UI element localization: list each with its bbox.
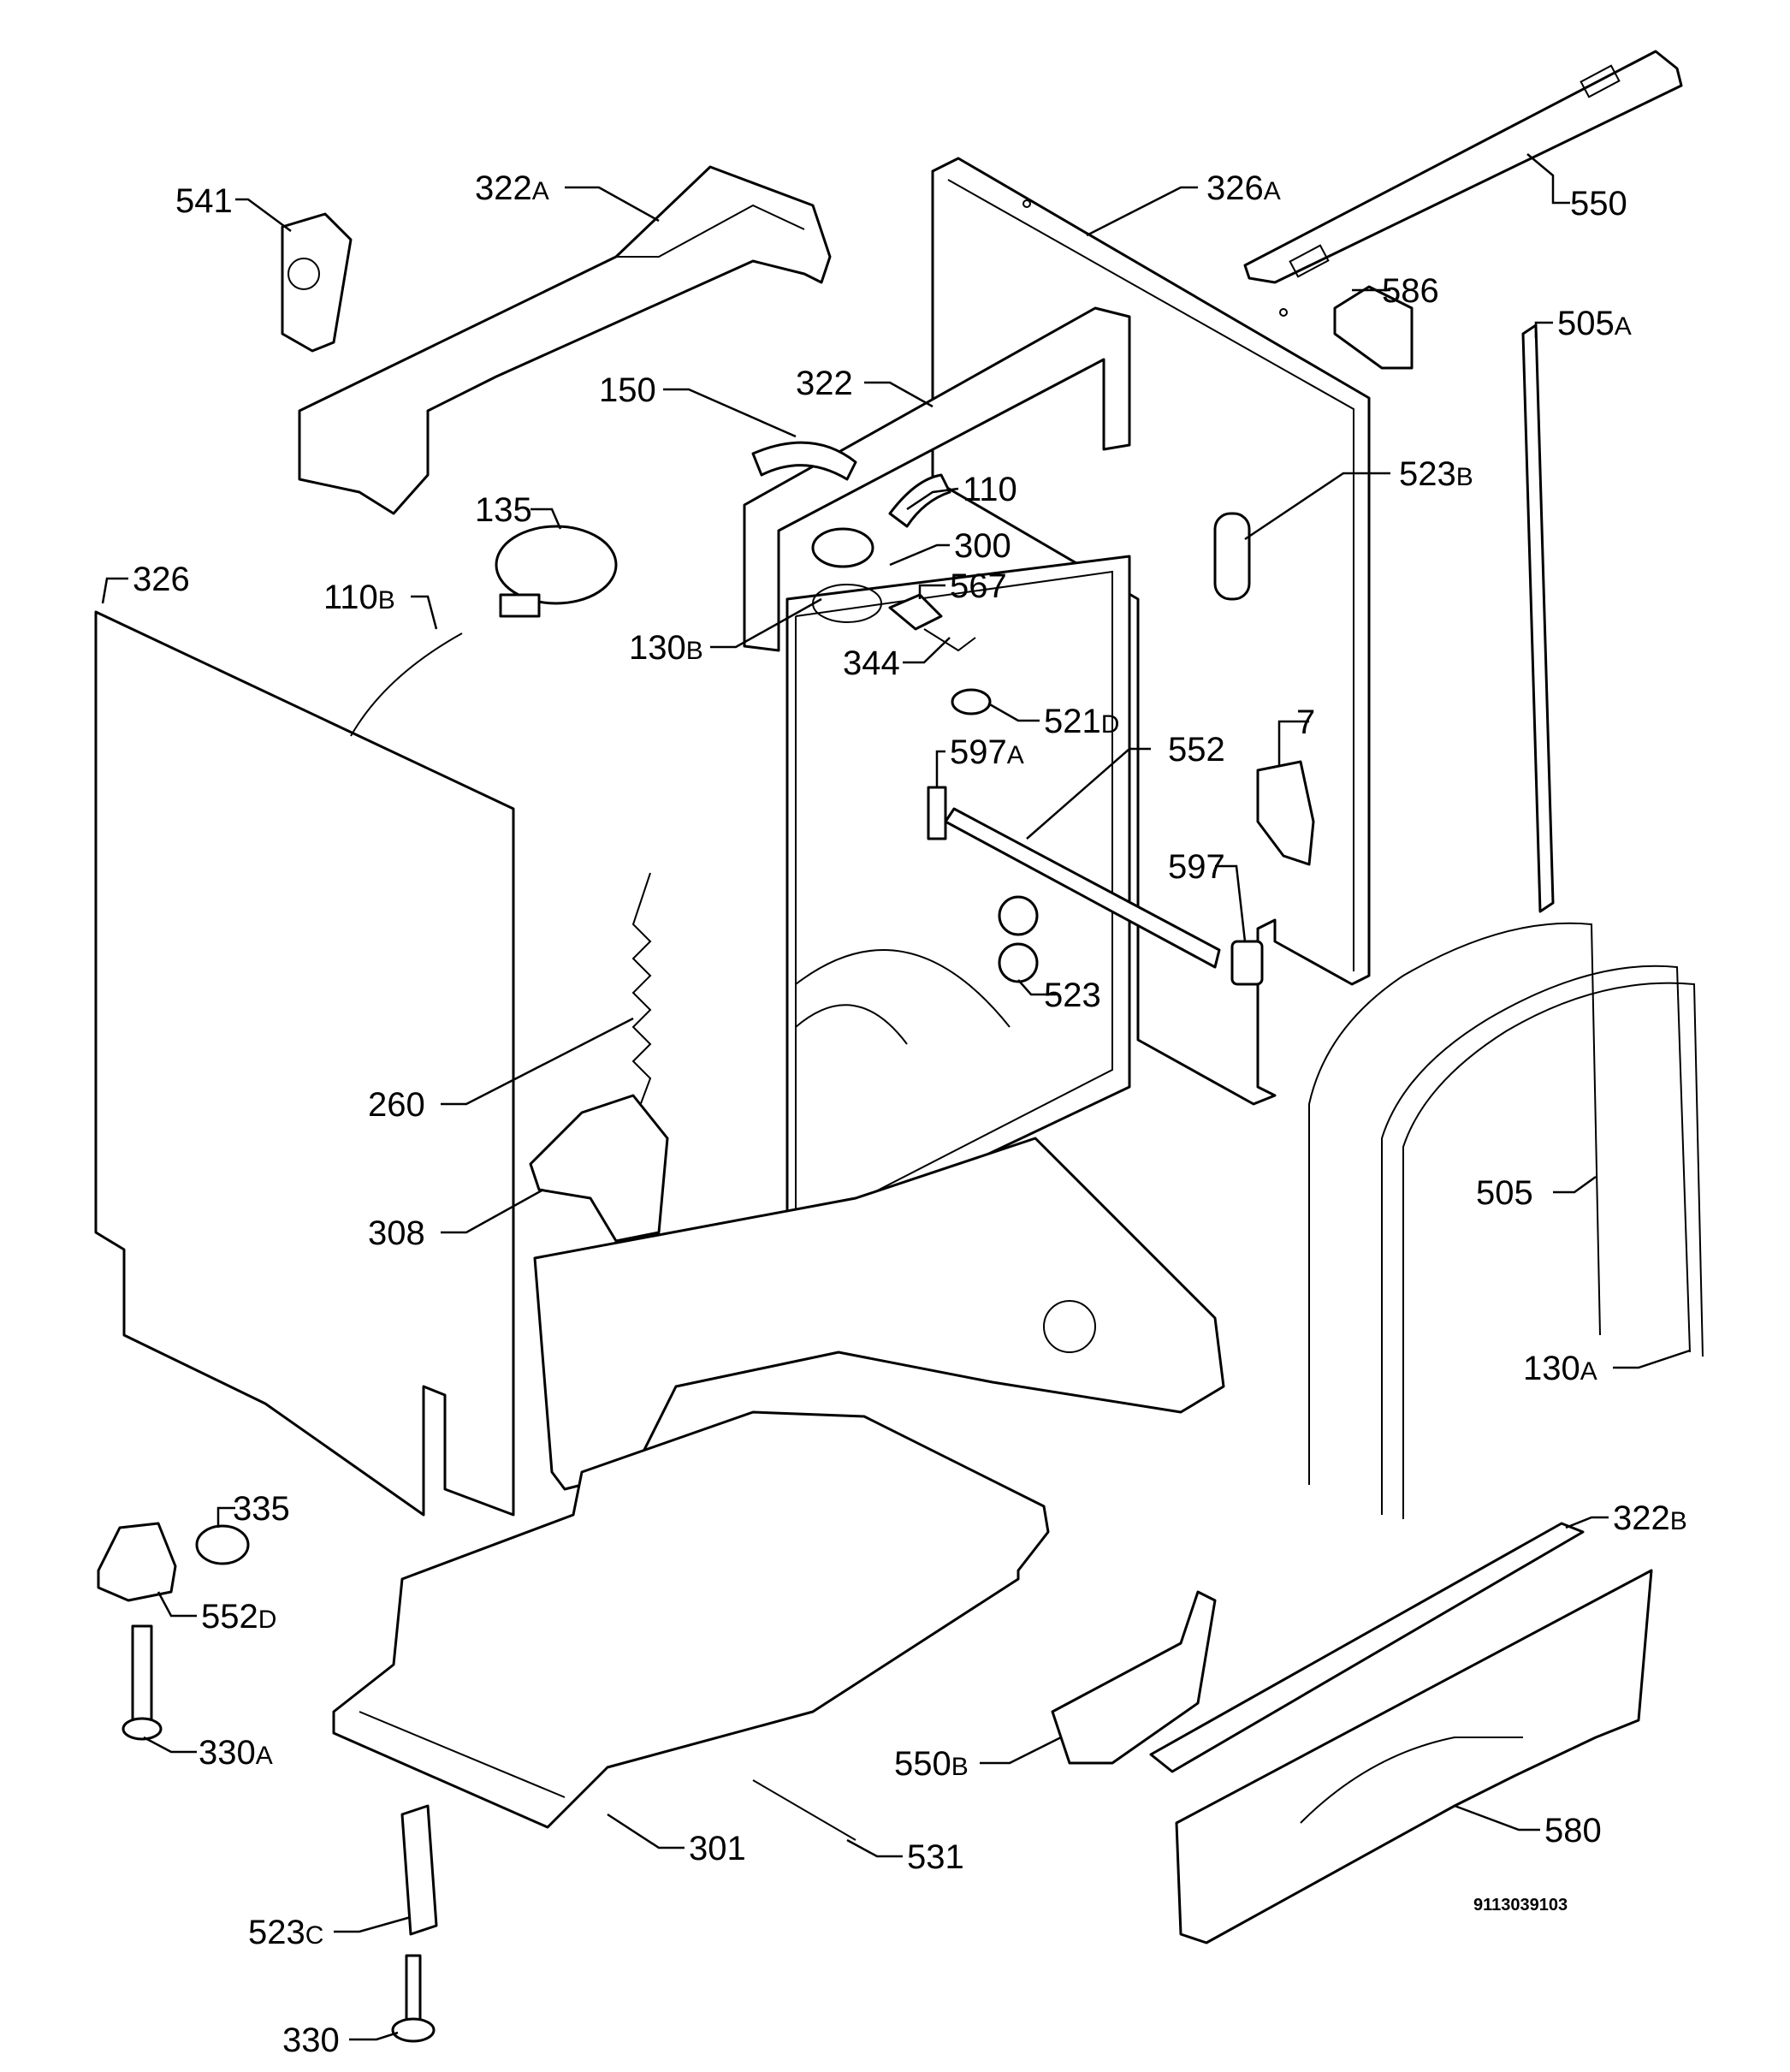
label-300: 300 — [954, 527, 1011, 565]
part-597-clip — [1230, 940, 1264, 986]
part-110b-hose — [350, 632, 463, 737]
label-505a: 505A — [1557, 305, 1632, 342]
label-135: 135 — [475, 491, 532, 529]
label-330a: 330A — [199, 1734, 273, 1772]
label-552: 552 — [1168, 731, 1225, 769]
part-330-screw — [391, 1954, 436, 2043]
label-326a: 326A — [1206, 169, 1281, 207]
part-580-kickplate — [1175, 1569, 1653, 1944]
part-322b-crossbar — [1149, 1522, 1585, 1773]
part-505a-strip — [1521, 324, 1555, 913]
label-330: 330 — [282, 2022, 340, 2059]
label-550: 550 — [1570, 185, 1627, 223]
part-326a-rear-panel — [931, 157, 1371, 1106]
part-322-crossbar — [743, 306, 1131, 652]
label-322: 322 — [796, 365, 853, 402]
part-330a-screw — [122, 1624, 163, 1741]
part-tub-inner-wall — [785, 555, 1131, 1251]
label-586: 586 — [1382, 272, 1439, 310]
part-135-dispenser — [495, 525, 618, 618]
parts-drawing — [94, 50, 1704, 2043]
part-labels: 541 322A 326A 550 586 505A 322 150 523B … — [133, 169, 1687, 2059]
label-308: 308 — [368, 1214, 425, 1252]
leader-lines — [101, 153, 1691, 2041]
part-567-clip — [888, 593, 943, 631]
part-335-gear — [195, 1524, 250, 1565]
part-552d-valve — [97, 1522, 177, 1602]
part-7-latch — [1256, 760, 1315, 866]
part-150-bracket — [751, 441, 857, 481]
part-130a-gasket — [1381, 965, 1704, 1519]
part-344-spring-clip — [923, 628, 976, 652]
part-586-bracket — [1333, 285, 1414, 370]
label-130a: 130A — [1523, 1350, 1597, 1387]
label-523b: 523B — [1399, 455, 1473, 493]
label-326: 326 — [133, 561, 190, 598]
label-150: 150 — [599, 371, 656, 409]
part-521d-ring — [951, 688, 992, 715]
label-597: 597 — [1168, 848, 1225, 886]
label-541: 541 — [175, 182, 233, 220]
part-base-sump — [533, 1137, 1225, 1491]
part-523b-cap — [1213, 512, 1251, 601]
part-326-side-panel — [94, 610, 515, 1517]
part-552-rail — [944, 807, 1221, 969]
label-567: 567 — [950, 567, 1007, 605]
label-344: 344 — [843, 644, 900, 682]
part-550-top-rail — [1243, 50, 1683, 284]
part-308-hinge — [529, 1094, 669, 1243]
label-523: 523 — [1044, 977, 1101, 1014]
label-130b: 130B — [629, 629, 703, 667]
part-322a-top-frame — [298, 165, 832, 515]
part-260-spring — [631, 872, 652, 1113]
label-260: 260 — [368, 1086, 425, 1124]
label-301: 301 — [689, 1830, 746, 1867]
label-322b: 322B — [1613, 1499, 1687, 1537]
label-597a: 597A — [950, 733, 1024, 771]
label-531: 531 — [907, 1838, 964, 1876]
label-523c: 523C — [248, 1914, 323, 1951]
part-597a-clip — [927, 786, 947, 840]
part-523c-post — [400, 1804, 438, 1936]
part-541-clip — [281, 212, 353, 353]
part-505-gasket — [1308, 922, 1601, 1485]
label-521d: 521D — [1044, 703, 1119, 740]
label-580: 580 — [1544, 1812, 1602, 1849]
label-505: 505 — [1476, 1174, 1533, 1212]
label-110b: 110B — [323, 579, 395, 616]
document-number: 9113039103 — [1473, 1896, 1568, 1915]
label-7: 7 — [1296, 704, 1315, 741]
label-110: 110 — [963, 471, 1017, 508]
part-301-bottom-tray — [332, 1410, 1050, 1829]
label-550b: 550B — [894, 1745, 969, 1783]
part-531-rod — [752, 1779, 856, 1841]
part-300-arm-bearing — [811, 527, 874, 568]
label-322a: 322A — [475, 169, 549, 207]
part-523-nozzles — [998, 895, 1039, 983]
label-335: 335 — [233, 1490, 290, 1528]
label-552d: 552D — [201, 1598, 276, 1636]
part-550b-bracket — [1051, 1590, 1217, 1765]
